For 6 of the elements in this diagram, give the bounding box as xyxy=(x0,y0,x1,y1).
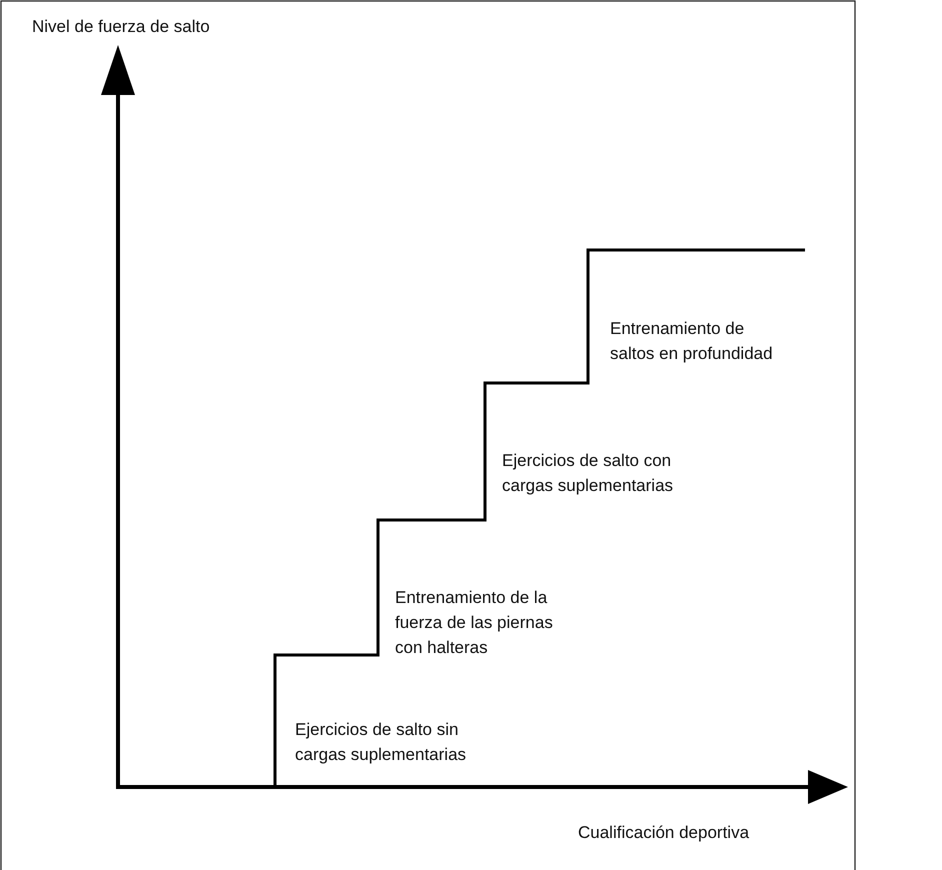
axis-title: Cualificación deportiva xyxy=(578,822,750,844)
axis-title: Nivel de fuerza de salto xyxy=(32,16,211,38)
step-label: Entrenamiento de saltos en profundidad xyxy=(610,318,774,365)
step-label: Entrenamiento de la fuerza de las piernas con halteras xyxy=(395,587,554,659)
step-label: Ejercicios de salto sin cargas suplementarias xyxy=(295,719,468,766)
step-label: Ejercicios de salto con cargas suplementarias xyxy=(502,450,674,497)
